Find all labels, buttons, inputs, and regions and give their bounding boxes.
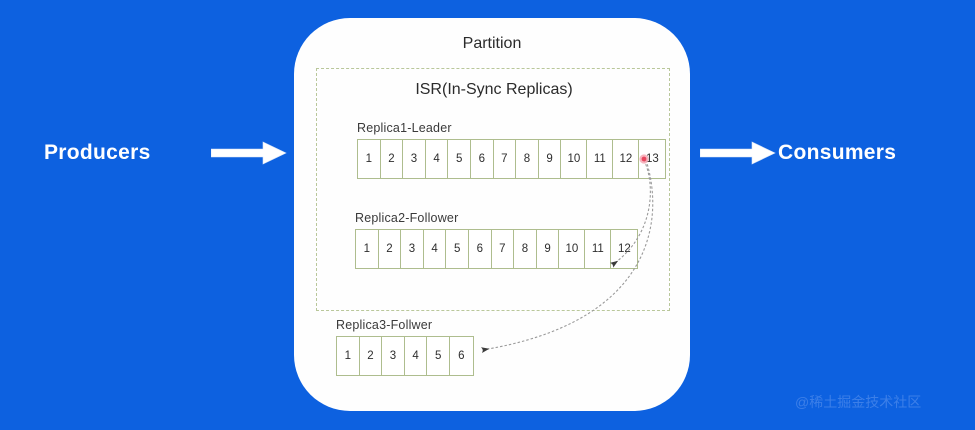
consumers-label: Consumers [778, 141, 897, 164]
producers-arrow-icon [211, 141, 287, 165]
replica2-offset-cell: 5 [446, 230, 469, 268]
replica3-label: Replica3-Follwer [336, 318, 433, 332]
replica1-label: Replica1-Leader [357, 121, 452, 135]
replica2-offset-cell: 2 [378, 230, 402, 268]
replica1-offset-cell: 8 [516, 140, 539, 178]
producers-label: Producers [44, 141, 151, 164]
replica1-offset-cell: 7 [493, 140, 517, 178]
replica1-offset-cell: 13 [639, 140, 666, 178]
replica1-offset-cell: 12 [613, 140, 640, 178]
consumers-arrow-icon [700, 141, 776, 165]
replica2-offset-cell: 7 [491, 230, 515, 268]
replica2-label: Replica2-Follower [355, 211, 459, 225]
replica2-offset-cell: 3 [401, 230, 424, 268]
replica1-offset-cell: 9 [538, 140, 562, 178]
replica3-offset-cell: 1 [337, 337, 360, 375]
replica2-offset-cell: 12 [611, 230, 638, 268]
replica1-offset-cell: 3 [403, 140, 426, 178]
replica1-offset-cell: 6 [470, 140, 494, 178]
replica3-offset-cell: 6 [449, 337, 473, 375]
partition-title: Partition [462, 35, 522, 52]
replica1-offset-cell: 11 [587, 140, 614, 178]
partition-card: Partition ISR(In-Sync Replicas) Replica1… [294, 18, 690, 411]
replica2-offset-cell: 6 [468, 230, 492, 268]
replica2-offset-cell: 1 [356, 230, 379, 268]
isr-title: ISR(In-Sync Replicas) [415, 81, 573, 98]
replica2-offset-cell: 4 [423, 230, 447, 268]
replica3-offset-cell: 2 [359, 337, 383, 375]
replica3-offset-cell: 4 [404, 337, 428, 375]
replica2-offset-cell: 10 [559, 230, 586, 268]
replica1-offset-cell: 4 [425, 140, 449, 178]
replica2-offset-cell: 11 [585, 230, 612, 268]
replica2-offset-cell: 8 [514, 230, 537, 268]
replica1-offset-cell: 5 [448, 140, 471, 178]
replica2-offset-cell: 9 [536, 230, 560, 268]
replica3-offset-cell: 3 [382, 337, 405, 375]
replica3-offset-cell: 5 [427, 337, 450, 375]
watermark: @稀土掘金技术社区 [795, 394, 922, 410]
replica1-offset-cell: 1 [358, 140, 381, 178]
replica1-offset-cell: 2 [380, 140, 404, 178]
replica1-offset-cell: 10 [561, 140, 588, 178]
